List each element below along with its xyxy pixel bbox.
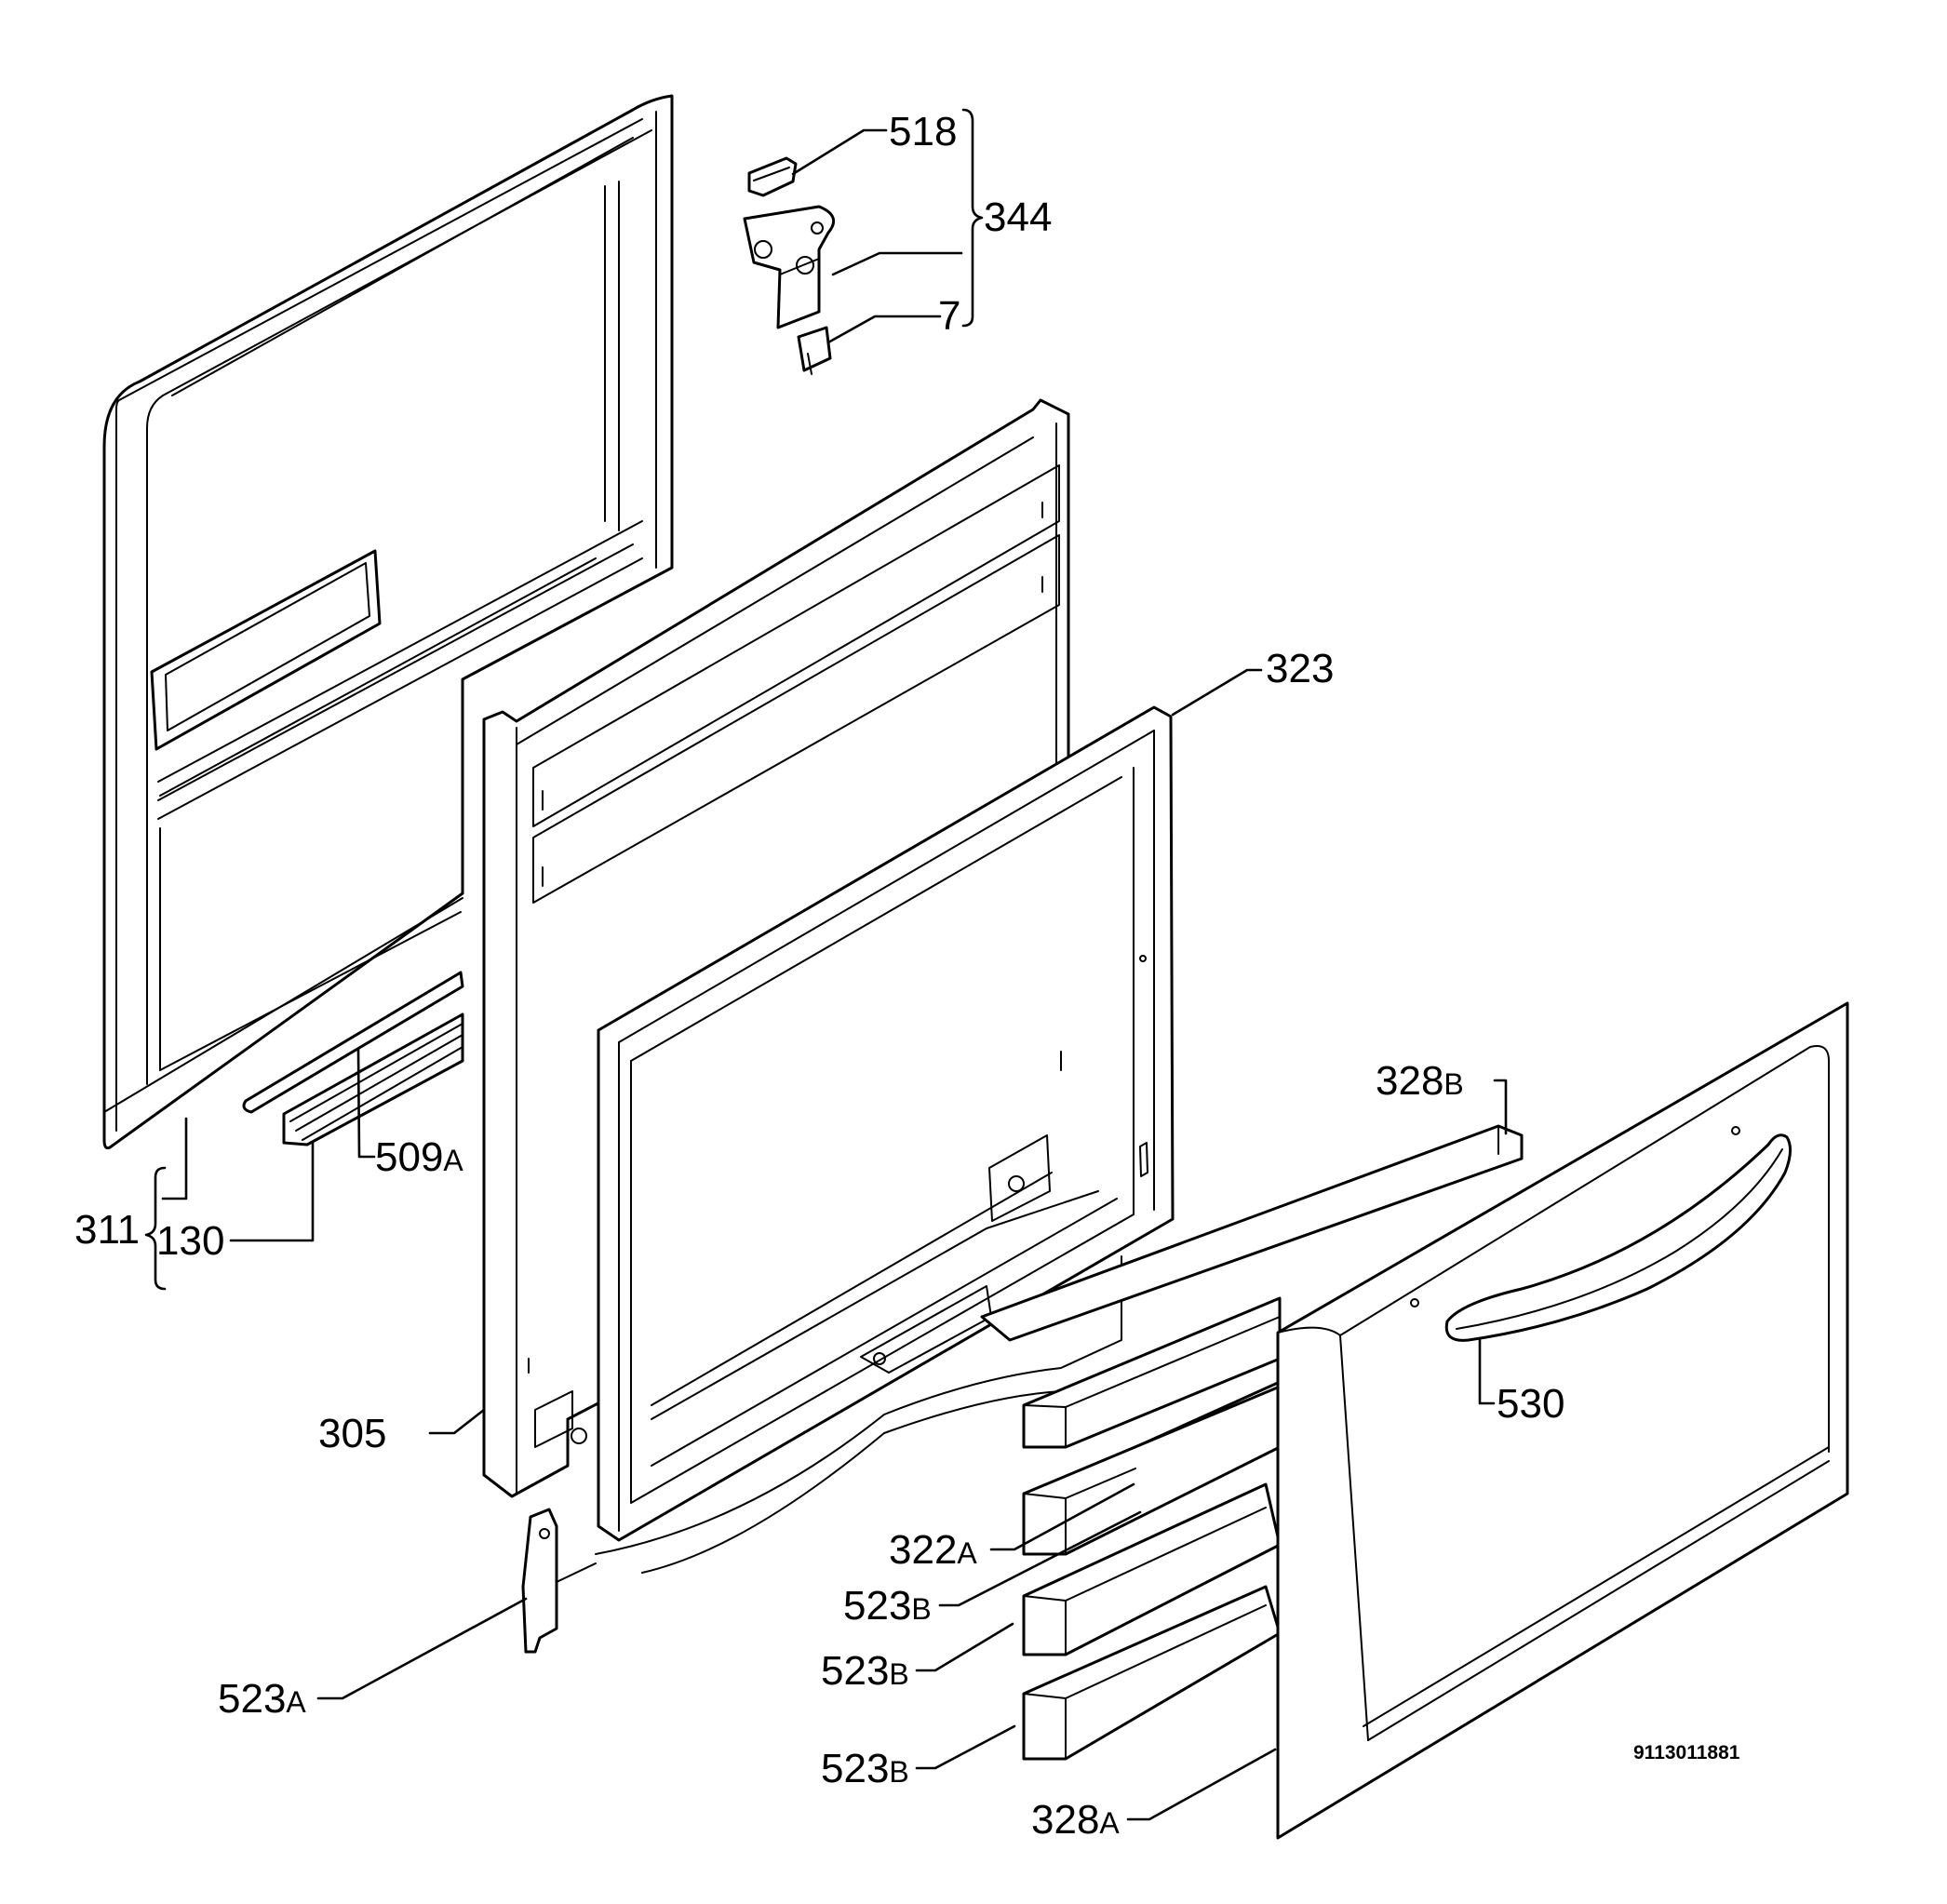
inner-frame-323 xyxy=(597,705,1175,1542)
label-518: 518 xyxy=(889,109,957,154)
leader-323 xyxy=(1171,668,1263,717)
leader-509a xyxy=(356,1048,376,1159)
inner-door-panel-311 xyxy=(102,94,674,1150)
label-130: 130 xyxy=(156,1218,224,1264)
brace-344 xyxy=(961,108,984,328)
leader-523a xyxy=(316,1597,528,1700)
brace-311 xyxy=(144,1166,167,1291)
label-328b: 328B xyxy=(1376,1058,1464,1104)
leader-lines xyxy=(144,108,1508,1821)
leader-328a xyxy=(1126,1748,1277,1821)
leader-7 xyxy=(826,315,942,344)
label-523b-2: 523B xyxy=(821,1648,909,1694)
latch-body-344 xyxy=(743,205,836,329)
leader-523b-3 xyxy=(915,1724,1016,1770)
strip-328b xyxy=(980,1124,1524,1342)
hinge-bracket-523a xyxy=(521,1508,597,1654)
latch-part-518 xyxy=(747,156,798,197)
label-305: 305 xyxy=(318,1411,386,1456)
leader-518 xyxy=(791,128,888,176)
label-322a: 322A xyxy=(889,1527,977,1573)
label-311: 311 xyxy=(74,1207,140,1253)
rail-piece-130 xyxy=(282,1012,464,1146)
block-523b-lower xyxy=(1022,1585,1282,1761)
door-handle-530 xyxy=(1444,1133,1792,1342)
label-523b-3: 523B xyxy=(821,1746,909,1791)
label-509a: 509A xyxy=(375,1134,463,1180)
leader-305 xyxy=(428,1408,486,1435)
label-7: 7 xyxy=(938,293,960,339)
leader-523b-1 xyxy=(938,1510,1142,1607)
label-323: 323 xyxy=(1266,646,1334,691)
door-seal-509a xyxy=(242,971,464,1114)
leader-311 xyxy=(161,1117,188,1200)
label-344: 344 xyxy=(984,194,1052,240)
label-328a: 328A xyxy=(1031,1797,1120,1843)
label-523a: 523A xyxy=(218,1676,306,1722)
diagram-code: 9113011881 xyxy=(1633,1742,1740,1763)
leader-344-body xyxy=(831,251,963,276)
block-523b-upper xyxy=(1022,1296,1282,1449)
leader-328b xyxy=(1493,1079,1508,1135)
part-labels: 518 344 7 323 311 130 509A 305 328B 530 … xyxy=(74,109,1740,1843)
label-530: 530 xyxy=(1497,1381,1564,1427)
block-523b-third xyxy=(1022,1482,1282,1656)
leader-523b-2 xyxy=(915,1622,1014,1672)
leader-130 xyxy=(229,1141,315,1242)
leader-530 xyxy=(1478,1338,1496,1405)
leader-322a xyxy=(989,1482,1135,1551)
label-523b-1: 523B xyxy=(843,1583,932,1629)
latch-part-7 xyxy=(797,326,832,375)
